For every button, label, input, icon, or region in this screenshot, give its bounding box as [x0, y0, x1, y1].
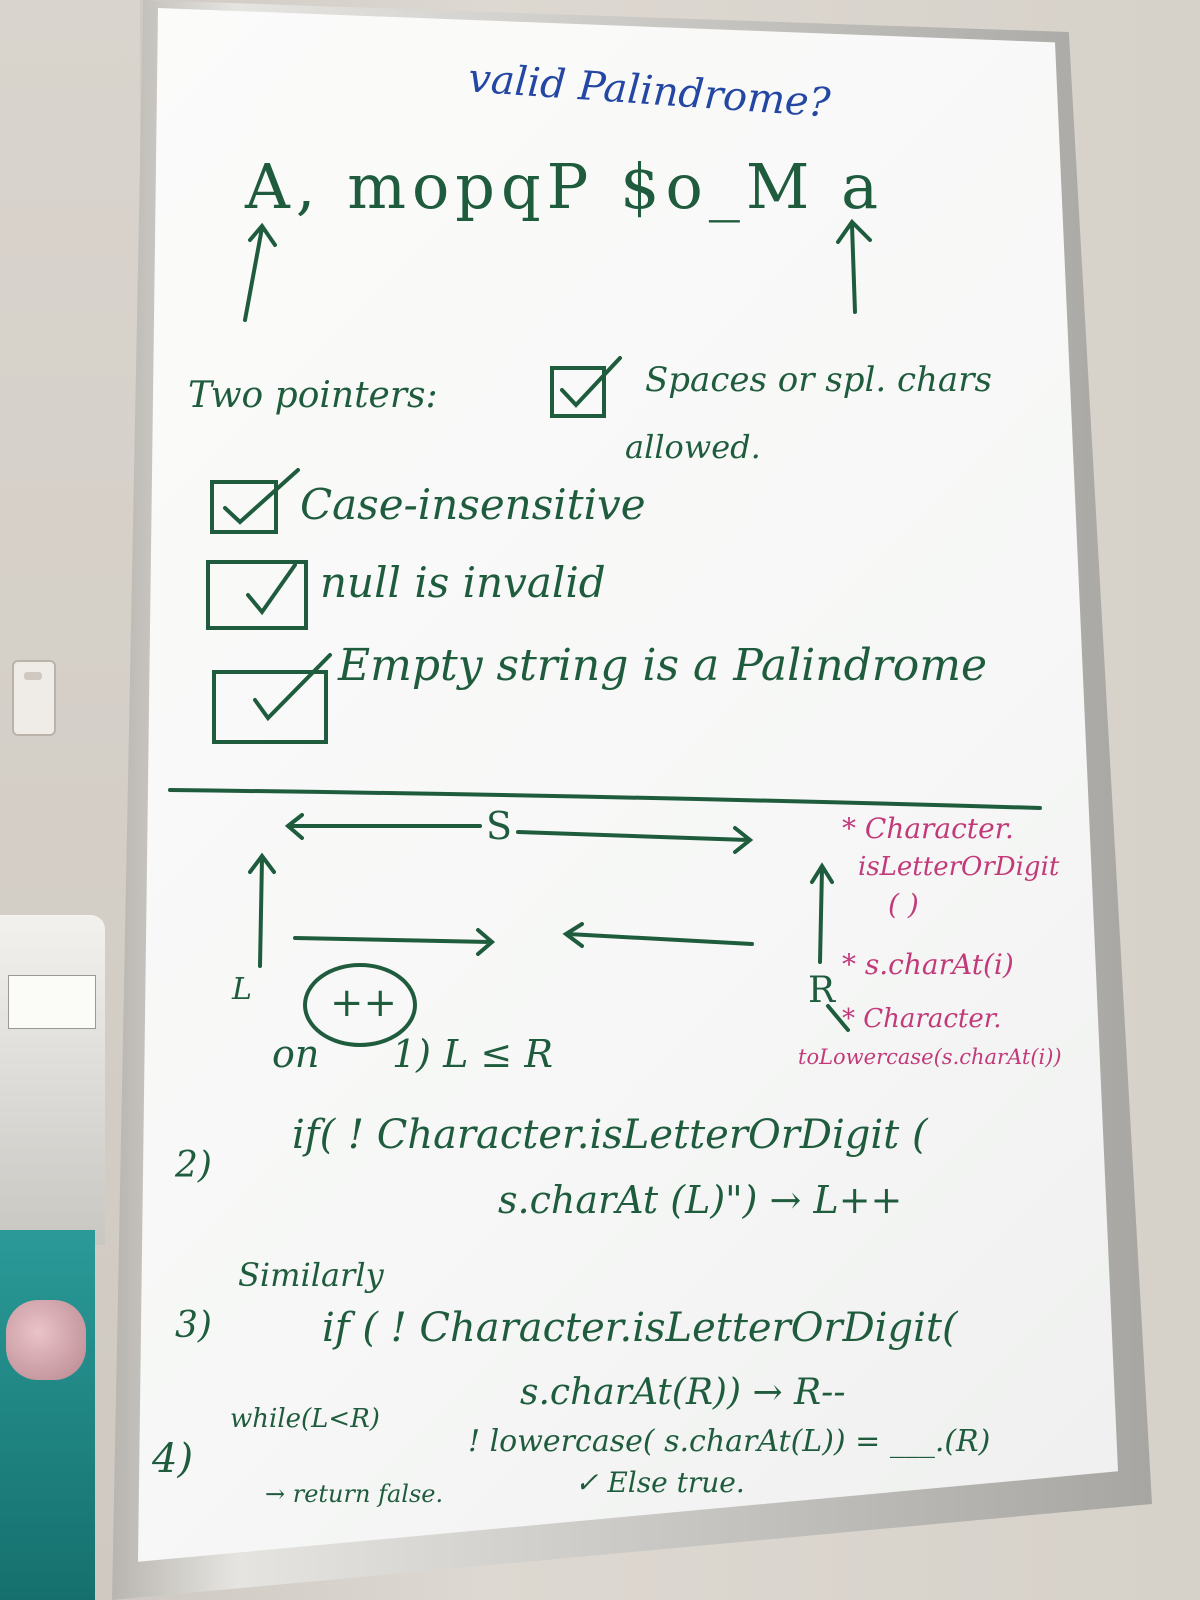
check-1-text-cont: allowed. [625, 428, 761, 466]
increment-label: ++ [330, 980, 398, 1026]
check-4-text: Empty string is a Palindrome [338, 640, 988, 691]
step-4-line-1: ! lowercase( s.charAt(L)) = ___.(R) [468, 1424, 991, 1459]
check-1-text: Spaces or spl. chars [645, 360, 992, 400]
left-pointer-label: L [232, 972, 252, 1007]
s-label: S [486, 804, 513, 848]
note-3: ( ) [888, 888, 919, 921]
step-4-number: 4) [152, 1436, 194, 1482]
on-label: on [272, 1032, 320, 1076]
check-2-text: Case-insensitive [300, 480, 646, 529]
two-pointers-label: Two pointers: [188, 375, 438, 416]
checkbox-3 [206, 560, 308, 630]
checkbox-2 [210, 480, 278, 534]
wall-outlet [12, 660, 56, 736]
note-2: isLetterOrDigit [858, 852, 1060, 882]
note-1: * Character. [842, 812, 1014, 845]
right-pointer-label: R [808, 970, 836, 1011]
step-2-line-1: if( ! Character.isLetterOrDigit ( [292, 1112, 928, 1158]
step-3-line-1: if ( ! Character.isLetterOrDigit( [322, 1305, 958, 1351]
step-4-else: ✓ Else true. [575, 1466, 745, 1499]
step-2-line-2: s.charAt (L)") → L++ [498, 1178, 903, 1222]
note-4: * s.charAt(i) [842, 948, 1014, 981]
step-1: 1) L ≤ R [392, 1032, 553, 1076]
step-3-line-2: s.charAt(R)) → R-- [520, 1372, 846, 1413]
step-3-number: 3) [175, 1305, 212, 1346]
step-3-similarly: Similarly [238, 1256, 384, 1294]
step-4-while: while(L<R) [230, 1404, 380, 1434]
checkbox-4 [212, 670, 328, 744]
appliance-label [8, 975, 96, 1029]
step-4-return: → return false. [265, 1480, 444, 1508]
appliance [0, 915, 105, 1245]
note-5: * Character. [842, 1004, 1002, 1034]
laundry-basket [0, 1230, 95, 1600]
whiteboard [138, 8, 1118, 1562]
step-2-number: 2) [175, 1145, 212, 1186]
cloth [6, 1300, 86, 1380]
checkbox-1 [550, 366, 606, 418]
example-string: A, mopqP $o_M a [245, 150, 885, 223]
note-6: toLowercase(s.charAt(i)) [798, 1045, 1062, 1069]
check-3-text: null is invalid [320, 558, 606, 607]
